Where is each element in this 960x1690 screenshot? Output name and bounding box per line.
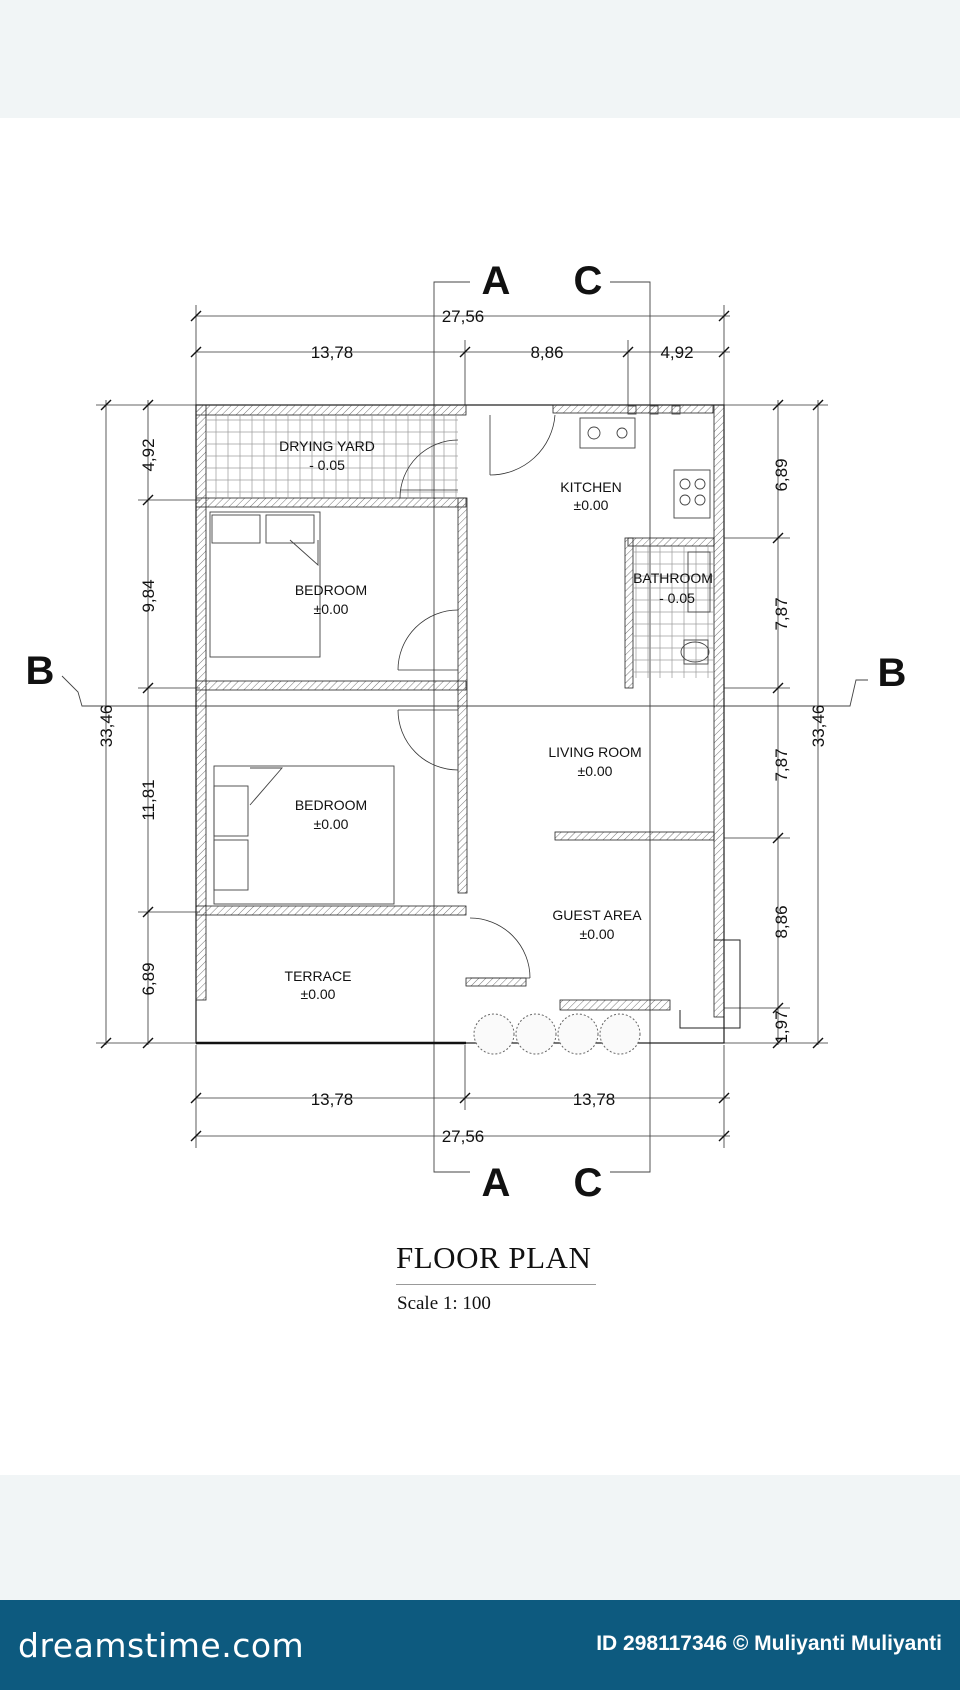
- room-level-bedroom-1: ±0.00: [314, 601, 349, 617]
- footer-image-credit: ID 298117346 © Muliyanti Muliyanti: [596, 1632, 942, 1655]
- room-name-kitchen: KITCHEN: [560, 479, 621, 495]
- room-name-bedroom-1: BEDROOM: [295, 582, 367, 598]
- room-level-terrace: ±0.00: [301, 986, 336, 1002]
- section-marker-b-left: B: [26, 649, 55, 693]
- room-level-kitchen: ±0.00: [574, 497, 609, 513]
- watermark-band-top: [0, 0, 960, 118]
- section-marker-b-right: B: [878, 651, 907, 695]
- room-level-drying-yard: - 0.05: [309, 457, 345, 473]
- room-name-drying-yard: DRYING YARD: [279, 438, 375, 454]
- dim-left-4: 6,89: [139, 962, 158, 995]
- furniture: [209, 405, 711, 905]
- dim-top-total: 27,56: [442, 307, 485, 326]
- room-name-living-room: LIVING ROOM: [548, 744, 641, 760]
- watermark-band-bottom: [0, 1475, 960, 1600]
- dim-left-2: 9,84: [139, 579, 158, 612]
- room-name-bedroom-2: BEDROOM: [295, 797, 367, 813]
- footer-brand-logo[interactable]: dreamstime.com: [18, 1626, 305, 1665]
- room-name-guest-area: GUEST AREA: [552, 907, 642, 923]
- title-underline: [396, 1284, 596, 1285]
- dimension-ticks: [100, 310, 824, 1142]
- room-name-terrace: TERRACE: [285, 968, 352, 984]
- dim-right-5: 1,97: [772, 1010, 791, 1043]
- section-marker-a-bottom: A: [482, 1161, 511, 1205]
- dim-left-1: 4,92: [139, 438, 158, 471]
- dim-bottom-right: 13,78: [573, 1090, 616, 1109]
- room-level-bathroom: - 0.05: [659, 590, 695, 606]
- dim-bottom-left: 13,78: [311, 1090, 354, 1109]
- dim-left-total: 33,46: [97, 705, 116, 748]
- dim-top-mid: 8,86: [530, 343, 563, 362]
- dimension-lines: [96, 305, 828, 1148]
- section-marker-c-top: C: [574, 259, 603, 303]
- dim-right-3: 7,87: [772, 748, 791, 781]
- dim-left-3: 11,81: [139, 779, 158, 820]
- plan-title: FLOOR PLAN: [396, 1240, 592, 1275]
- room-name-bathroom: BATHROOM: [633, 570, 713, 586]
- door-swings: [397, 414, 556, 979]
- walls: [195, 404, 741, 1045]
- room-level-living-room: ±0.00: [578, 763, 613, 779]
- floor-plan-drawing: A C A C B B DRYING YARD - 0.05 KITCHEN ±…: [26, 259, 907, 1205]
- dim-right-total: 33,46: [809, 705, 828, 748]
- dim-bottom-total: 27,56: [442, 1127, 485, 1146]
- dim-right-1: 6,89: [772, 458, 791, 491]
- section-marker-a-top: A: [482, 259, 511, 303]
- drying-yard-tiles: [206, 415, 458, 498]
- dim-top-right: 4,92: [660, 343, 693, 362]
- room-level-guest-area: ±0.00: [580, 926, 615, 942]
- dim-top-left: 13,78: [311, 343, 354, 362]
- section-marker-c-bottom: C: [574, 1161, 603, 1205]
- dim-right-2: 7,87: [772, 597, 791, 630]
- footer-bar: dreamstime.com ID 298117346 © Muliyanti …: [0, 1600, 960, 1690]
- room-level-bedroom-2: ±0.00: [314, 816, 349, 832]
- plan-scale: Scale 1: 100: [397, 1293, 491, 1314]
- section-lines: [61, 281, 868, 1173]
- dim-right-4: 8,86: [772, 905, 791, 938]
- shrubs: [473, 1013, 641, 1055]
